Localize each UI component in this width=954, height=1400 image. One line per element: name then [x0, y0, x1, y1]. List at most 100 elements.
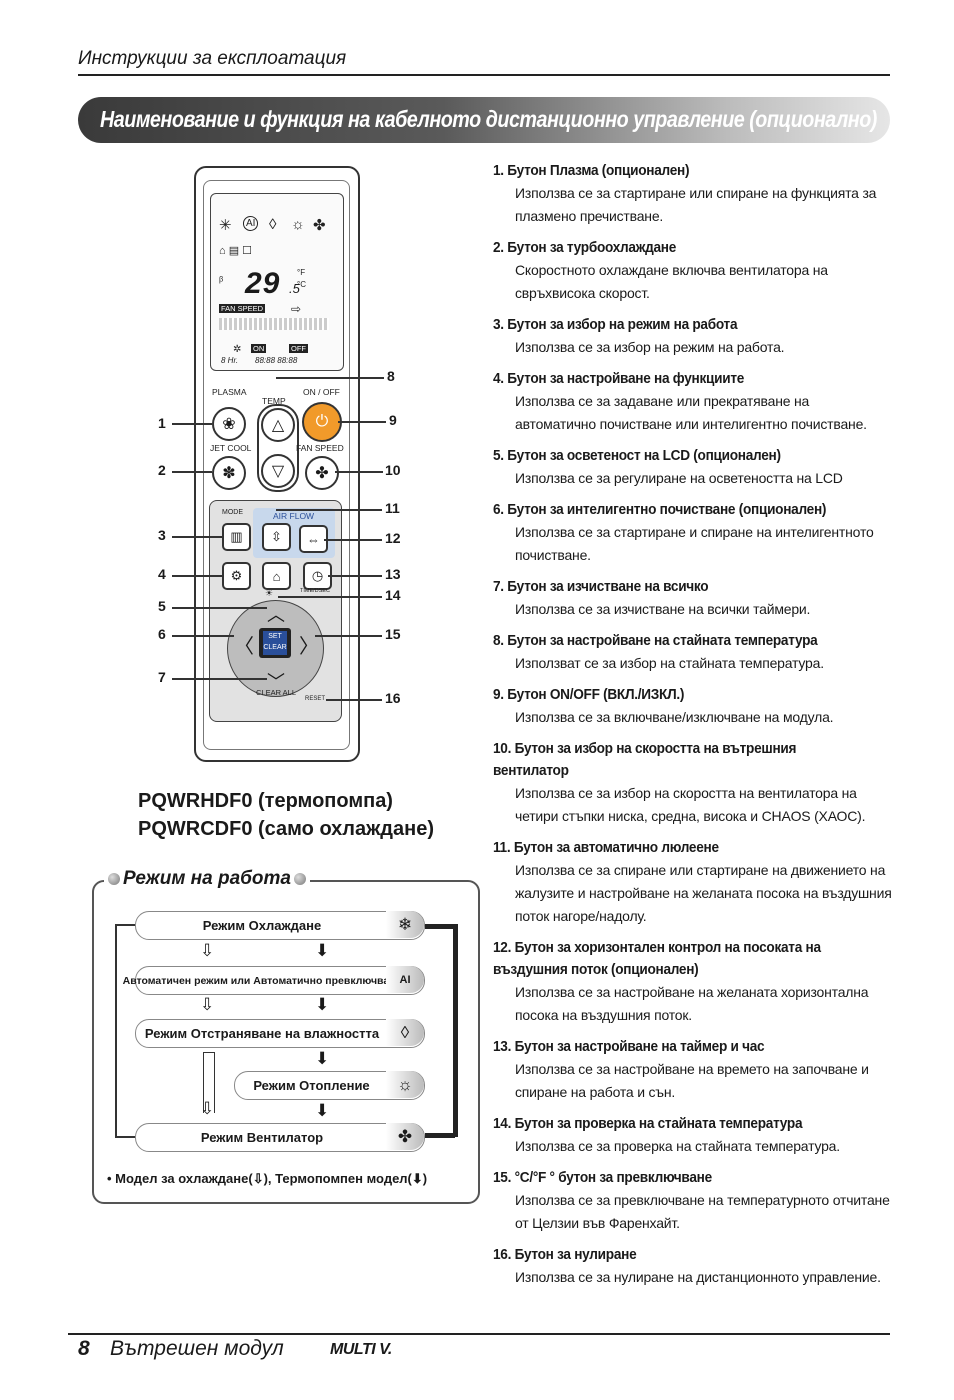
sun-icon: ☼: [386, 1071, 424, 1098]
callout-12: 12: [385, 530, 401, 546]
callout-10: 10: [385, 462, 401, 478]
brand-logo: MULTI V.: [330, 1341, 392, 1358]
list-item: 12. Бутон за хоризонтален контрол на пос…: [493, 940, 869, 1023]
cool-model-arrow: ⇩: [200, 1099, 215, 1118]
lcd-display: ✳ AI ◊ ☼ ✤ ⌂ ▤ ☐ ᵦ 29 .5 °F °C FAN SPEED…: [210, 193, 344, 371]
header-divider: [78, 74, 890, 76]
list-item: 14. Бутон за проверка на стайната темпер…: [493, 1116, 840, 1154]
heat-mode-icon: ☼: [291, 216, 305, 233]
mode-fan: Режим Вентилатор ✤: [135, 1123, 425, 1152]
temp-label: TEMP: [262, 396, 286, 406]
plasma-button[interactable]: ❀: [212, 407, 246, 441]
mode-title-text: Режим на работа: [123, 868, 291, 889]
fan-mode-icon: ✤: [313, 217, 326, 234]
callout-line: [172, 635, 234, 637]
lcd-fan-bar: [219, 318, 329, 330]
heatpump-model-arrow: ⬇: [315, 1049, 330, 1068]
power-icon: ⏻: [315, 413, 329, 430]
mode-heat-label: Режим Отопление: [253, 1078, 370, 1093]
set-clear-button[interactable]: SET CLEAR: [263, 631, 287, 655]
function-button[interactable]: ⚙: [222, 562, 251, 590]
heatpump-model-arrow: ⬇: [315, 941, 330, 960]
callout-line: [328, 575, 382, 577]
plasma-label: PLASMA: [212, 387, 247, 397]
lcd-unit-f: °F: [297, 268, 306, 277]
lcd-hours: 8 Hr.: [221, 356, 239, 365]
swing-arrow-icon: ⇨: [291, 302, 302, 316]
up-arrow-icon[interactable]: ︿: [267, 605, 285, 625]
mode-button[interactable]: ▥: [222, 523, 251, 551]
list-item: 8. Бутон за настройване на стайната темп…: [493, 633, 824, 671]
lcd-on: ON: [251, 344, 267, 353]
power-button[interactable]: ⏻: [302, 402, 342, 442]
auto-mode-icon: AI: [243, 216, 259, 231]
cool-model-arrow: ⇩: [200, 995, 215, 1014]
callout-line: [172, 423, 212, 425]
heatpump-model-arrow: ⬇: [315, 995, 330, 1014]
lcd-status-icons: ⌂ ▤ ☐: [219, 245, 253, 257]
flow-loop-bottom: [115, 1136, 135, 1138]
mode-fan-label: Режим Вентилатор: [200, 1130, 324, 1145]
bullet-icon: [294, 873, 306, 885]
footer-section-name: Вътрешен модул: [110, 1337, 284, 1360]
callout-line: [172, 607, 267, 609]
down-arrow-icon[interactable]: ﹀: [267, 672, 285, 692]
bullet-icon: [108, 873, 120, 885]
lcd-timer-digits: 88:88 88:88: [255, 356, 298, 365]
mode-auto: Автоматичен режим или Автоматично превкл…: [123, 966, 425, 995]
flow-loop-right-bottom: [425, 1133, 455, 1138]
temp-down-button[interactable]: ▽: [261, 454, 295, 488]
page-number: 8: [78, 1337, 90, 1360]
airflow-label: AIR FLOW: [273, 511, 315, 521]
timedsec-label: TIME/DSEC: [300, 588, 330, 594]
callout-line: [338, 421, 386, 423]
button-description-list: 1. Бутон Плазма (опционален)Използва се …: [493, 160, 893, 1298]
callout-line: [172, 536, 222, 538]
lcd-temperature-decimal: .5: [289, 281, 300, 296]
fanspeed-label: FAN SPEED: [296, 443, 344, 453]
mode-heat: Режим Отопление ☼: [234, 1071, 425, 1100]
section-title: Наименование и функция на кабелното дист…: [100, 106, 877, 132]
lcd-unit-c: °C: [297, 280, 306, 289]
room-temp-button[interactable]: ⌂: [262, 562, 291, 590]
fan-speed-button[interactable]: ✤: [305, 456, 339, 490]
onoff-label: ON / OFF: [303, 387, 340, 397]
mode-flow-title: Режим на работа: [104, 868, 310, 890]
jet-cool-button[interactable]: ✽: [212, 456, 246, 490]
cool-model-arrow: ⇩: [200, 941, 215, 960]
callout-line: [276, 509, 382, 511]
fan-icon: ✤: [386, 1123, 424, 1150]
set-label: SET: [268, 633, 282, 640]
callout-line: [326, 699, 382, 701]
list-item: 9. Бутон ON/OFF (ВКЛ./ИЗКЛ.)Използва се …: [493, 687, 834, 725]
flow-loop-left: [115, 924, 117, 1137]
callout-line: [278, 596, 382, 598]
left-arrow-icon[interactable]: 〈: [234, 636, 254, 658]
lcd-fan-speed: FAN SPEED: [219, 304, 266, 313]
callout-14: 14: [385, 587, 401, 603]
droplet-icon: ◊: [386, 1019, 424, 1046]
right-arrow-icon[interactable]: 〉: [299, 636, 319, 658]
cool-mode-icon: ✳: [219, 217, 232, 234]
temp-up-button[interactable]: △: [261, 408, 295, 442]
clear-label: CLEAR: [263, 644, 287, 651]
callout-4: 4: [158, 566, 166, 582]
dry-mode-icon: ◊: [269, 216, 277, 233]
timer-button[interactable]: ◷: [303, 562, 332, 590]
callout-6: 6: [158, 626, 166, 642]
header-title: Инструкции за експлоатация: [78, 48, 347, 69]
callout-9: 9: [389, 412, 397, 428]
callout-line: [335, 471, 383, 473]
callout-line: [172, 678, 267, 680]
flow-loop-right-top: [425, 924, 455, 929]
lcd-off: OFF: [289, 344, 308, 353]
mode-label: MODE: [222, 509, 243, 516]
vertical-swing-button[interactable]: ⇳: [262, 523, 291, 551]
jetcool-label: JET COOL: [210, 443, 252, 453]
section-banner: [78, 97, 890, 143]
